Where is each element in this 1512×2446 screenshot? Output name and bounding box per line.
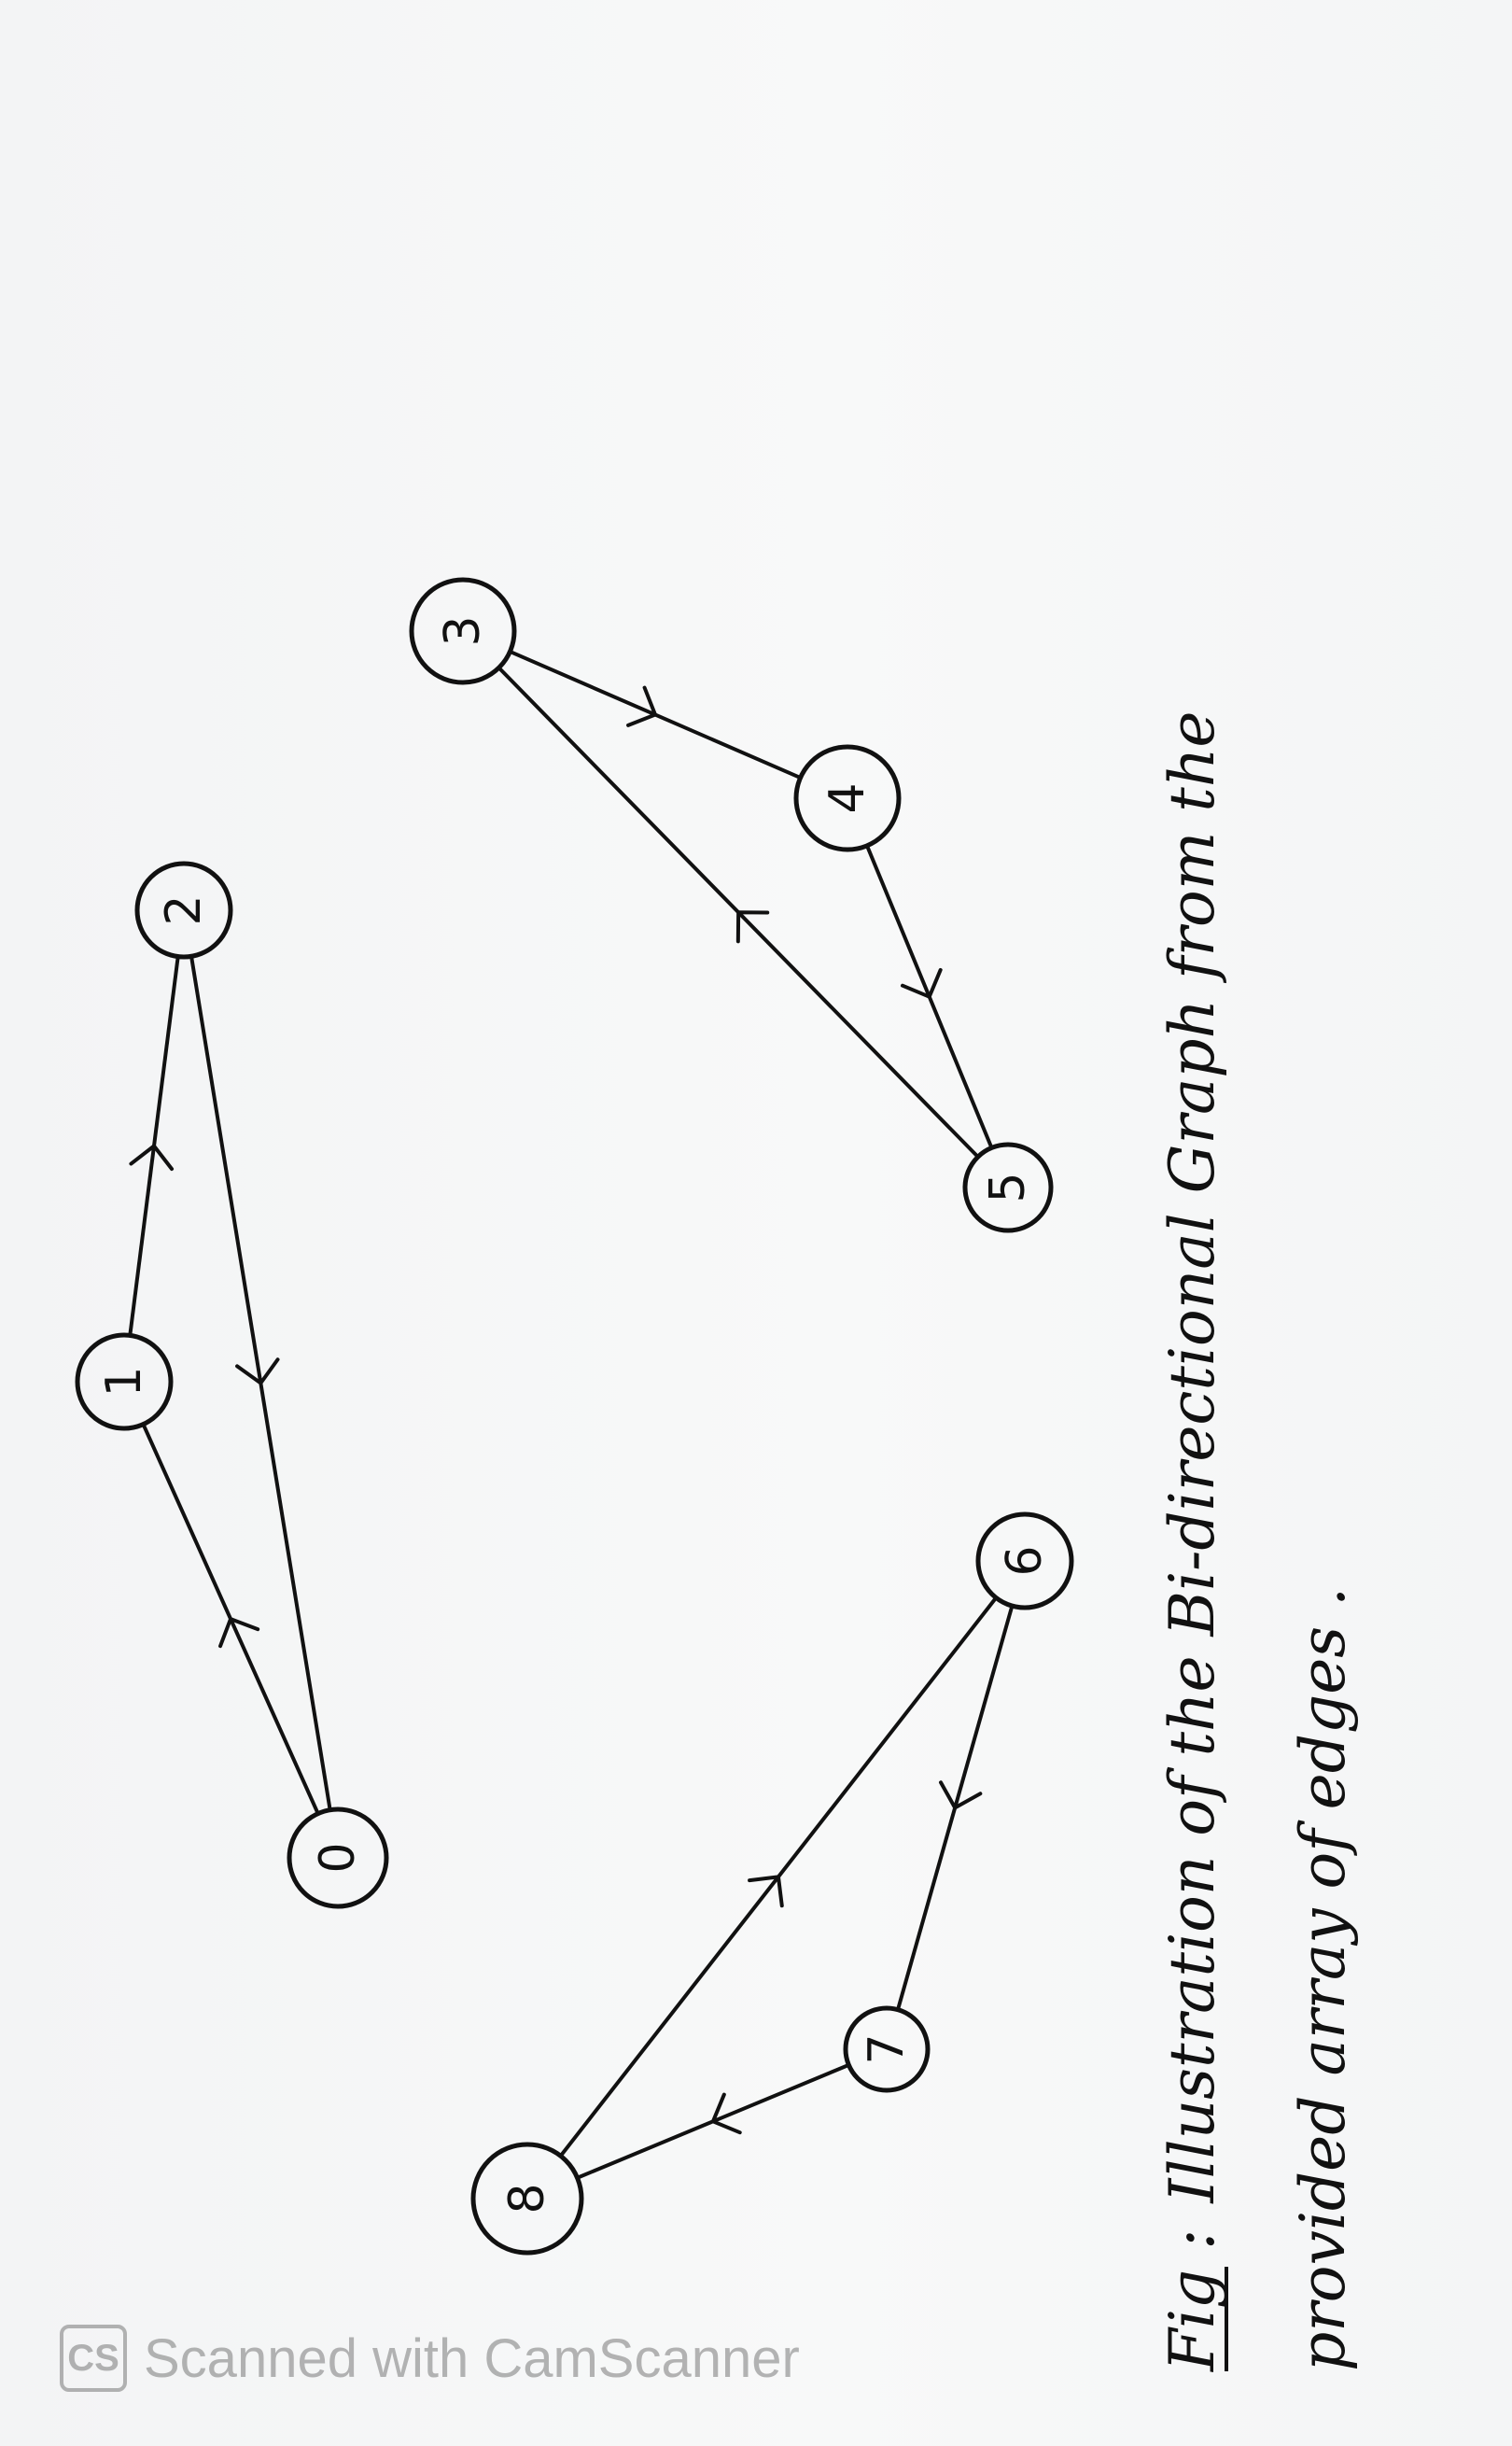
node-2: 2: [134, 861, 233, 960]
figure-caption: Fig : Illustration of the Bi-directional …: [1156, 711, 1228, 2372]
node-circle: [287, 1806, 389, 1909]
node-6: 6: [975, 1511, 1074, 1610]
arrowhead-4-5: [900, 967, 943, 999]
edges-layer: [128, 650, 1015, 2180]
arrowhead-6-7: [939, 1780, 983, 1810]
arrowhead-2-0: [235, 1357, 280, 1385]
node-1: 1: [75, 1332, 174, 1431]
node-circle: [409, 577, 517, 685]
arrowhead-8-6: [748, 1875, 784, 1908]
watermark-text: Scanned with CamScanner: [144, 2327, 800, 2389]
node-8: 8: [470, 2142, 584, 2256]
node-circle: [75, 1332, 174, 1431]
arrowhead-1-2: [129, 1144, 175, 1172]
caption-prefix: Fig :: [1156, 2229, 1228, 2372]
arrowhead-3-4: [626, 685, 657, 727]
node-0: 0: [287, 1806, 389, 1909]
node-circle: [975, 1511, 1074, 1610]
node-label: 4: [819, 782, 875, 813]
caption-line-2: provided array of edges .: [1287, 1587, 1359, 2371]
figure-caption-line-2: provided array of edges .: [1287, 1587, 1359, 2371]
node-label: 1: [96, 1366, 152, 1397]
node-label: 8: [499, 2183, 555, 2214]
node-label: 5: [980, 1172, 1036, 1202]
node-label: 7: [859, 2033, 915, 2064]
arrowhead-0-1: [218, 1617, 260, 1649]
nodes-layer: 0 1 2 3 4 5 6 7 8: [75, 577, 1074, 2256]
arrowhead-7-8: [710, 2092, 742, 2135]
arrowhead-5-3: [735, 910, 770, 944]
node-3: 3: [409, 577, 517, 685]
node-label: 2: [156, 894, 212, 925]
camscanner-logo-icon: CS: [60, 2325, 127, 2392]
node-5: 5: [962, 1142, 1054, 1233]
node-7: 7: [843, 2005, 931, 2093]
svg-text:provided array of edges .: provided array of edges .: [1287, 1587, 1359, 2371]
camscanner-watermark: CS Scanned with CamScanner: [60, 2325, 800, 2392]
node-4: 4: [793, 744, 902, 852]
node-circle: [793, 744, 902, 852]
caption-line-1: Illustration of the Bi-directional Graph…: [1156, 711, 1228, 2204]
node-label: 3: [435, 615, 491, 646]
node-label: 0: [310, 1842, 366, 1873]
node-circle: [134, 861, 233, 960]
node-circle: [470, 2142, 584, 2256]
node-circle: [962, 1142, 1054, 1233]
svg-text:Fig :Illustration of the Bi-di: Fig : Illustration of the Bi-directional …: [1156, 711, 1228, 2372]
node-circle: [843, 2005, 931, 2093]
node-label: 6: [997, 1545, 1053, 1576]
